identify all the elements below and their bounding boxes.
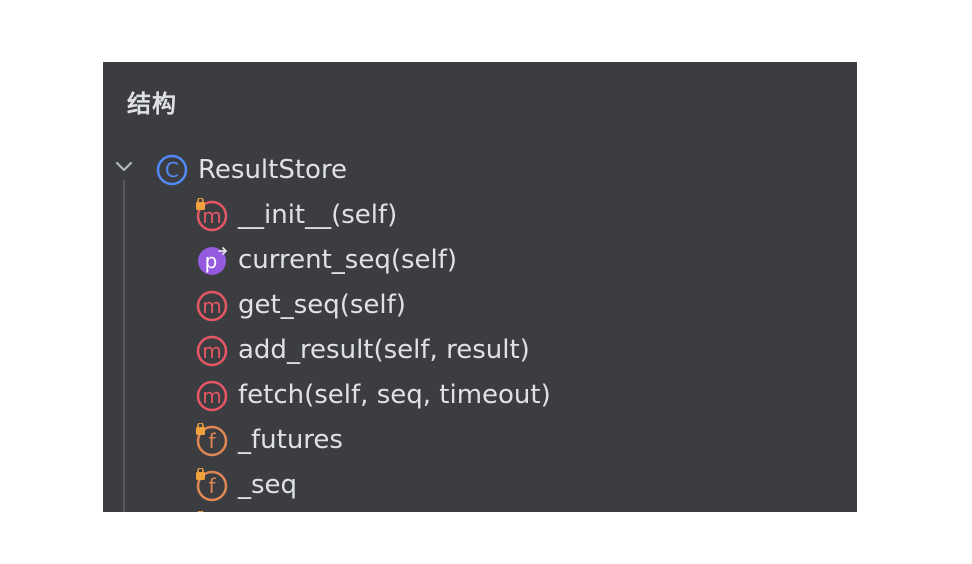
tree-node-futures[interactable]: f _futures	[195, 420, 343, 460]
chevron-down-icon[interactable]	[113, 156, 135, 178]
svg-text:m: m	[202, 339, 221, 363]
tree-node-label: add_result(self, result)	[238, 335, 530, 365]
tree-node-partial[interactable]: f	[195, 508, 238, 512]
tree-node-fetch[interactable]: m fetch(self, seq, timeout)	[195, 375, 551, 415]
field-private-icon: f	[195, 511, 229, 512]
tree-node-current-seq[interactable]: p current_seq(self)	[195, 240, 457, 280]
tree-node-seq[interactable]: f _seq	[195, 465, 297, 505]
tree-node-label: _futures	[238, 425, 343, 455]
tree-node-resultstore[interactable]: C ResultStore	[155, 150, 347, 190]
svg-text:p: p	[205, 249, 218, 273]
svg-text:m: m	[202, 384, 221, 408]
tree-node-label: fetch(self, seq, timeout)	[238, 380, 551, 410]
tree-node-get-seq[interactable]: m get_seq(self)	[195, 285, 406, 325]
field-private-icon: f	[195, 423, 229, 457]
property-icon: p	[195, 243, 229, 277]
svg-text:f: f	[208, 474, 216, 498]
tree-node-label: __init__(self)	[238, 200, 398, 230]
tree-node-label: _seq	[238, 470, 298, 500]
tree-node-label: current_seq(self)	[238, 245, 458, 275]
svg-text:m: m	[202, 204, 221, 228]
panel-title: 结构	[127, 90, 177, 118]
svg-text:f: f	[208, 429, 216, 453]
method-private-icon: m	[195, 198, 229, 232]
method-icon: m	[195, 333, 229, 367]
method-icon: m	[195, 378, 229, 412]
method-icon: m	[195, 288, 229, 322]
tree-node-label: get_seq(self)	[238, 290, 406, 320]
tree-guide-line	[123, 180, 125, 512]
svg-text:m: m	[202, 294, 221, 318]
tree-node-label: ResultStore	[198, 155, 348, 185]
structure-panel: 结构 C ResultStore m __init__(self)	[103, 62, 857, 512]
tree-node-add-result[interactable]: m add_result(self, result)	[195, 330, 530, 370]
svg-text:C: C	[165, 158, 179, 182]
class-icon: C	[155, 153, 189, 187]
field-private-icon: f	[195, 468, 229, 502]
tree-node-init[interactable]: m __init__(self)	[195, 195, 397, 235]
